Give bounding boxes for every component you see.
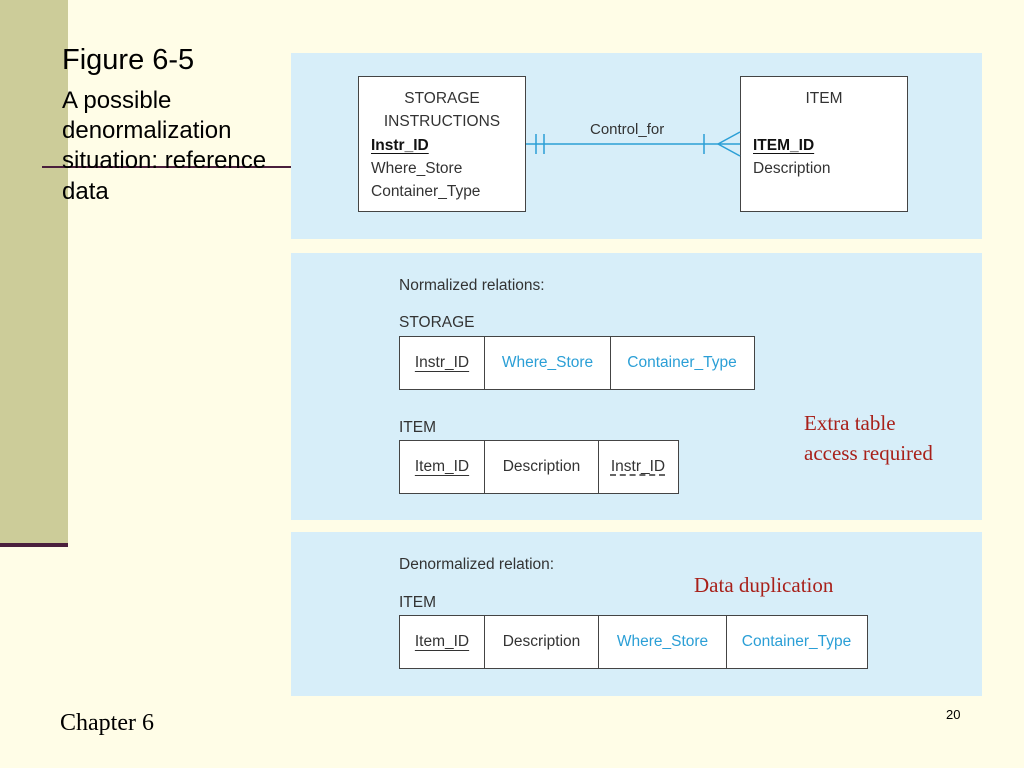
entity-item: ITEM ITEM_ID Description xyxy=(740,76,908,212)
table-cell-key: Instr_ID xyxy=(414,354,470,371)
denormalized-relation-table: Item_ID Description Where_Store Containe… xyxy=(399,615,868,669)
entity-storage-instructions: STORAGE INSTRUCTIONS Instr_ID Where_Stor… xyxy=(358,76,526,212)
entity-title: ITEM xyxy=(805,90,843,107)
entity-primary-key: ITEM_ID xyxy=(753,137,815,154)
storage-relation-table: Instr_ID Where_Store Container_Type xyxy=(399,336,755,390)
table-cell: Where_Store xyxy=(484,337,610,389)
slide-subtitle: A possible denormalization situation: re… xyxy=(62,87,267,205)
data-duplication-note: Data duplication xyxy=(694,573,834,597)
entity-attribute: Where_Store xyxy=(371,160,463,177)
sidebar-stripe xyxy=(0,0,68,544)
storage-table-name: STORAGE xyxy=(399,314,475,331)
table-cell: Where_Store xyxy=(598,616,726,668)
table-cell-key: Item_ID xyxy=(414,633,470,650)
table-cell: Container_Type xyxy=(726,616,866,668)
slide-title: Figure 6-5 xyxy=(62,44,195,76)
entity-title: STORAGE INSTRUCTIONS xyxy=(383,90,501,130)
table-cell: Container_Type xyxy=(610,337,753,389)
footer-chapter: Chapter 6 xyxy=(60,710,154,736)
denormalized-panel xyxy=(291,532,982,696)
crows-foot-mark xyxy=(717,131,741,145)
table-cell: Description xyxy=(484,616,598,668)
crows-foot-mark xyxy=(717,143,741,157)
item-table-name: ITEM xyxy=(399,419,437,436)
entity-primary-key: Instr_ID xyxy=(371,137,429,154)
table-cell-key: Item_ID xyxy=(414,458,470,475)
denormalized-table-name: ITEM xyxy=(399,594,437,611)
extra-access-note: Extra table access required xyxy=(804,411,933,465)
relationship-label: Control_for xyxy=(590,121,665,138)
entity-attribute: Container_Type xyxy=(371,183,481,200)
denormalized-caption: Denormalized relation: xyxy=(399,556,555,573)
title-rule xyxy=(42,166,292,168)
entity-attribute: Description xyxy=(753,160,831,177)
item-relation-table: Item_ID Description Instr_ID xyxy=(399,440,679,494)
table-cell-foreign-key: Instr_ID xyxy=(598,441,677,493)
sidebar-rule xyxy=(0,543,68,547)
page-number: 20 xyxy=(946,707,961,722)
normalized-caption: Normalized relations: xyxy=(399,277,545,294)
table-cell: Description xyxy=(484,441,598,493)
